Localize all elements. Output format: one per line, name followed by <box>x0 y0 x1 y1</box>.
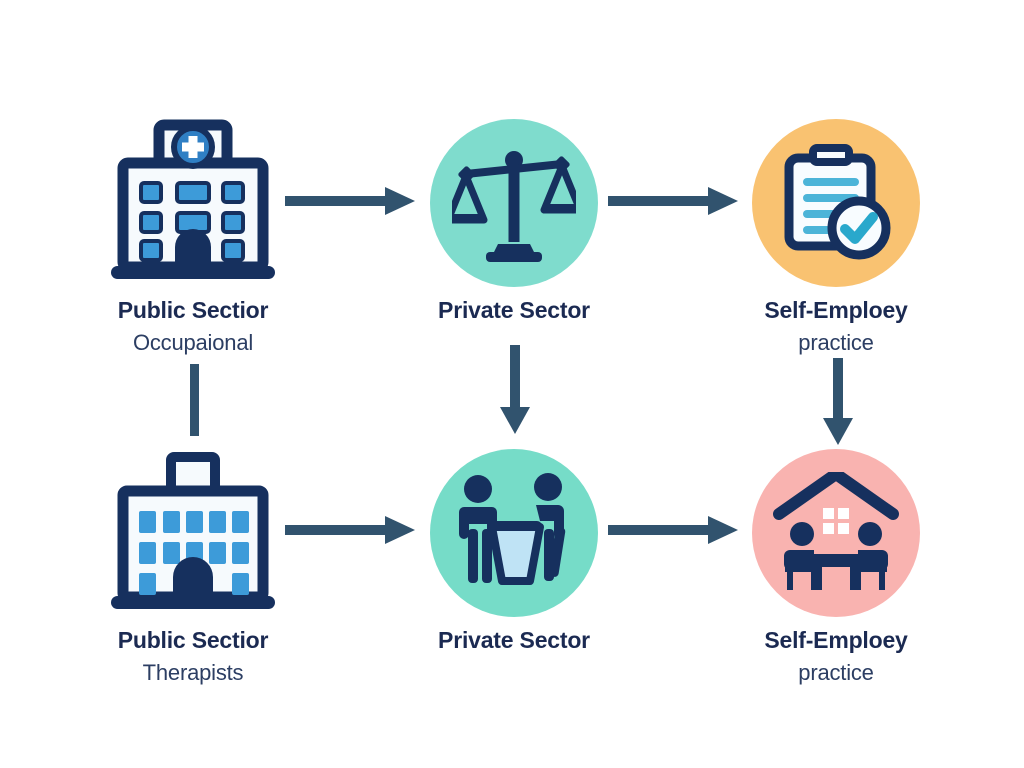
office-building-icon-wrap <box>63 445 323 620</box>
clipboard-check-icon <box>784 143 891 259</box>
right-arrow-icon <box>285 516 415 544</box>
node-label-sub: Therapists <box>142 659 244 685</box>
home-consultation-icon <box>773 471 899 590</box>
node-labels: Self-Emploey practice <box>706 626 966 689</box>
teal-circle-badge <box>430 118 598 287</box>
hospital-icon <box>111 119 275 279</box>
node-public-sector-occupational[interactable]: Public Sectior Occupaional <box>63 115 323 359</box>
teal-circle-badge-2 <box>430 448 598 617</box>
node-labels: Self-Emploey practice <box>706 296 966 359</box>
node-self-employed-practice-bottom[interactable]: Self-Emploey practice <box>706 445 966 689</box>
home-consultation-icon-wrap <box>706 445 966 620</box>
right-arrow-icon <box>285 187 415 215</box>
node-label-main: Private Sector <box>438 297 590 323</box>
node-label-sub: practice <box>798 659 874 685</box>
node-labels: Private Sector <box>384 626 644 655</box>
line-column-one-vertical <box>188 364 202 436</box>
scales-of-justice-icon <box>452 150 576 262</box>
node-label-sub: Occupaional <box>132 329 254 355</box>
node-label-sub: practice <box>798 329 874 355</box>
right-arrow-icon <box>608 187 738 215</box>
right-arrow-icon <box>608 516 738 544</box>
node-labels: Private Sector <box>384 296 644 325</box>
node-self-employed-practice-top[interactable]: Self-Emploey practice <box>706 115 966 359</box>
clipboard-icon-wrap <box>706 115 966 290</box>
arrow-bottom-row-middle-to-right <box>608 512 740 548</box>
down-arrow-icon <box>500 345 530 434</box>
node-label-main: Self-Emploey <box>764 297 908 323</box>
vertical-line-icon <box>190 364 199 436</box>
node-labels: Public Sectior Therapists <box>63 626 323 689</box>
node-private-sector-bottom[interactable]: Private Sector <box>384 445 644 658</box>
scales-icon-wrap <box>384 115 644 290</box>
arrow-top-row-middle-to-right <box>608 183 740 219</box>
pink-circle-badge <box>752 448 920 617</box>
arrow-top-row-left-to-middle <box>285 183 417 219</box>
node-private-sector-top[interactable]: Private Sector <box>384 115 644 328</box>
node-label-main: Self-Emploey <box>764 627 908 653</box>
hospital-icon-wrap <box>63 115 323 290</box>
orange-circle-badge <box>752 118 920 287</box>
node-label-main: Public Sectior <box>117 297 269 323</box>
node-label-main: Public Sectior <box>117 627 269 653</box>
node-public-sector-therapists[interactable]: Public Sectior Therapists <box>63 445 323 689</box>
arrow-column-two-down <box>497 345 533 435</box>
arrow-column-three-down <box>820 358 856 446</box>
node-label-main: Private Sector <box>438 627 590 653</box>
arrow-bottom-row-left-to-middle <box>285 512 417 548</box>
therapy-session-icon-wrap <box>384 445 644 620</box>
office-building-icon <box>111 451 275 609</box>
therapy-session-icon <box>459 472 566 585</box>
down-arrow-icon <box>823 358 853 445</box>
node-labels: Public Sectior Occupaional <box>63 296 323 359</box>
